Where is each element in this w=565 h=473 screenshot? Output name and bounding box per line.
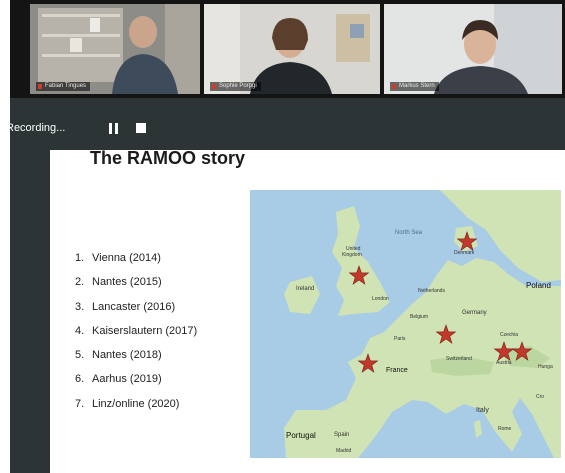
map-label: Netherlands	[418, 288, 445, 294]
map-label: Austria	[496, 360, 512, 366]
map-label: Madrid	[336, 448, 352, 454]
map-label: Spain	[334, 432, 349, 438]
participant-video-1[interactable]: Fabian Tingues	[30, 4, 200, 94]
participant-video-feed	[204, 4, 380, 94]
list-item: 4.Kaiserslautern (2017)	[75, 324, 198, 337]
stop-recording-icon[interactable]	[136, 123, 146, 133]
map-label: France	[386, 367, 408, 374]
star-marker-kaiserslautern	[435, 324, 457, 344]
participant-video-feed	[384, 4, 562, 94]
star-marker-linz	[493, 341, 515, 361]
pause-recording-icon[interactable]	[108, 123, 120, 134]
participant-name: Markus Stern	[390, 82, 439, 91]
list-item: 5.Nantes (2018)	[75, 349, 162, 362]
map-label: Portugal	[286, 431, 316, 440]
map-label: Switzerland	[446, 356, 472, 362]
map-label: Czechia	[500, 332, 518, 338]
map-label: Rome	[498, 426, 512, 432]
star-marker-lancaster	[348, 265, 370, 285]
participant-name: Sophie Porpgi	[210, 82, 261, 91]
participant-name: Fabian Tingues	[36, 82, 91, 91]
map-label: Hunga	[538, 364, 553, 370]
map-label: Italy	[476, 407, 489, 414]
map-label: London	[372, 296, 389, 302]
map-label: Paris	[394, 336, 406, 342]
participant-strip: Fabian Tingues Sophie Porpgi	[10, 0, 565, 98]
map-label: Poland	[526, 281, 551, 290]
star-marker-aarhus	[456, 231, 478, 251]
map-label: Cro	[536, 394, 544, 400]
list-item: 2.Nantes (2015)	[75, 276, 162, 289]
conference-list: 1.Vienna (2014) 2.Nantes (2015) 3.Lancas…	[75, 252, 197, 422]
list-item: 6.Aarhus (2019)	[75, 373, 162, 386]
map-label: Ireland	[296, 286, 314, 292]
map-label: Belgium	[410, 314, 428, 320]
participant-video-3[interactable]: Markus Stern	[384, 4, 562, 94]
participant-video-feed	[30, 4, 200, 94]
map-label: Denmark	[454, 250, 475, 256]
list-item: 1.Vienna (2014)	[75, 252, 161, 264]
star-marker-vienna	[511, 341, 533, 361]
slide-title: The RAMOO story	[90, 148, 246, 168]
map-label: Germany	[462, 310, 487, 316]
star-marker-nantes	[357, 353, 379, 373]
shared-screen-margin	[10, 150, 50, 473]
recording-bar	[10, 98, 565, 150]
participant-video-2[interactable]: Sophie Porpgi	[204, 4, 380, 94]
recording-status: Recording...	[6, 122, 66, 134]
list-item: 3.Lancaster (2016)	[75, 300, 176, 313]
list-item: 7.Linz/online (2020)	[75, 397, 180, 410]
map-label: North Sea	[395, 230, 423, 236]
